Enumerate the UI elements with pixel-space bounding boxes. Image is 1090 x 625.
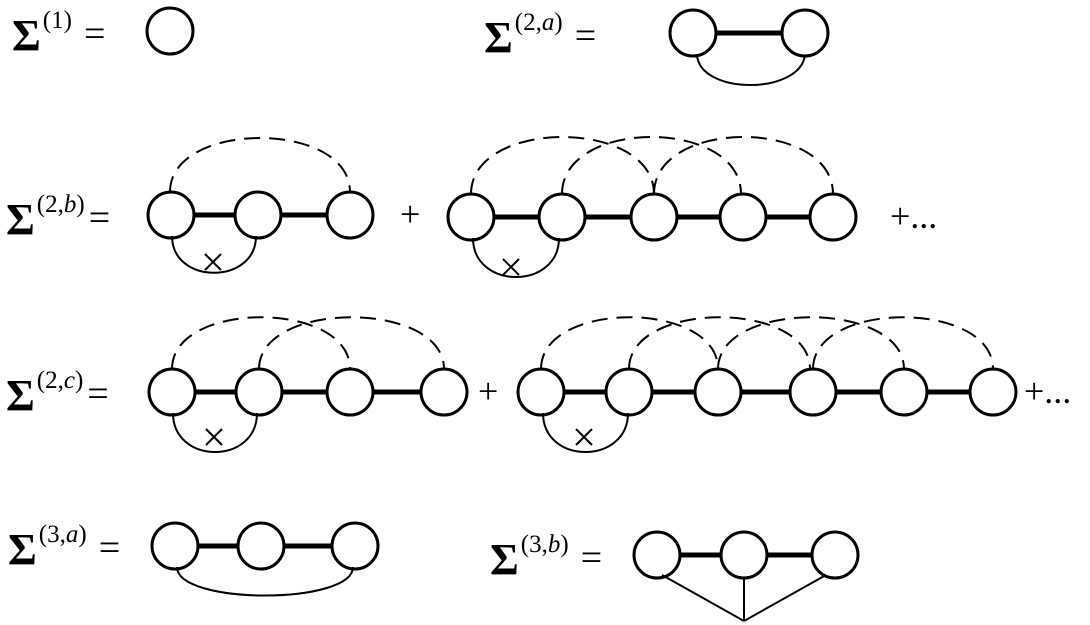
dashed-arc: [717, 316, 905, 370]
plus-ellipsis: +...: [1024, 371, 1072, 411]
equals-sign: =: [88, 197, 111, 239]
vertex: [604, 367, 654, 417]
equals-sign: =: [580, 537, 603, 579]
sigma-symbol: Σ: [490, 535, 519, 584]
dashed-arc: [812, 316, 994, 370]
label-sigma-1: Σ(1) =: [12, 8, 106, 60]
dashed-arc: [540, 316, 719, 370]
vertex: [325, 190, 375, 240]
vertex: [879, 367, 929, 417]
vertex: [146, 190, 196, 240]
solid-arc: [542, 412, 629, 453]
solid-arc: [472, 237, 560, 278]
sigma-symbol: Σ: [12, 11, 41, 60]
graph-sigma-3a: [150, 521, 380, 597]
solid-arc: [172, 412, 258, 453]
dashed-arc: [470, 136, 655, 195]
vertex: [632, 530, 682, 580]
graph-sigma-2c-term-2: [516, 316, 1018, 453]
vertex: [668, 8, 718, 58]
vertex: [150, 521, 200, 571]
vertex: [325, 367, 375, 417]
vertex: [629, 192, 679, 242]
vertex: [516, 367, 566, 417]
equals-sign: =: [83, 13, 106, 55]
label-sigma-3a: Σ(3,a) =: [8, 522, 121, 574]
solid-arc: [176, 566, 354, 597]
cross-mark: [204, 253, 222, 271]
superscript: (3,b): [520, 531, 569, 558]
label-sigma-2a: Σ(2,a) =: [484, 10, 597, 62]
graph-sigma-1: [145, 6, 195, 56]
cross-mark: [575, 428, 593, 446]
superscript: (3,a): [38, 521, 87, 548]
cross-mark: [205, 428, 223, 446]
graph-sigma-2b-term-2: [446, 136, 858, 278]
label-sigma-3b: Σ(3,b) =: [490, 532, 603, 584]
superscript: (2,a): [514, 9, 563, 36]
cross-mark: [502, 258, 520, 276]
graph-sigma-2b-term-1: [146, 137, 375, 274]
vertex: [236, 521, 286, 571]
vertex: [233, 190, 283, 240]
vertex: [446, 192, 496, 242]
vertex: [808, 192, 858, 242]
sigma-symbol: Σ: [6, 195, 35, 244]
dashed-arc: [169, 137, 351, 193]
vertex: [537, 192, 587, 242]
label-sigma-2b: Σ(2,b)=: [6, 192, 111, 244]
vertex: [147, 367, 197, 417]
vertex: [810, 530, 860, 580]
dashed-arc: [171, 316, 351, 370]
superscript: (2,b): [36, 191, 85, 218]
vertex: [693, 367, 743, 417]
equals-sign: =: [87, 373, 109, 415]
sigma-symbol: Σ: [484, 13, 513, 62]
vertex: [788, 367, 838, 417]
three-body-vertex: [661, 574, 827, 622]
plus-sign: +: [400, 194, 421, 234]
superscript: (2,c): [36, 367, 84, 394]
vertex: [780, 8, 830, 58]
vertex: [145, 6, 195, 56]
equals-sign: =: [574, 15, 597, 57]
dashed-arc: [628, 316, 811, 370]
vertex: [719, 530, 769, 580]
vertex: [234, 367, 284, 417]
plus-ellipsis: +...: [890, 196, 938, 236]
vertex: [718, 192, 768, 242]
dashed-arc: [258, 316, 445, 370]
graph-sigma-2c-term-1: [147, 316, 469, 453]
superscript: (1): [42, 7, 72, 34]
plus-sign: +: [478, 371, 499, 411]
dashed-arc: [653, 136, 834, 195]
vertex: [419, 367, 469, 417]
label-sigma-2c: Σ(2,c)=: [6, 368, 109, 420]
graph-sigma-2a: [668, 8, 830, 86]
vertex: [330, 521, 380, 571]
solid-arc: [696, 54, 806, 86]
solid-arc: [171, 235, 257, 274]
graph-sigma-3b: [632, 530, 860, 622]
sigma-symbol: Σ: [8, 525, 37, 574]
dashed-arc: [561, 136, 742, 195]
equals-sign: =: [98, 527, 121, 569]
sigma-symbol: Σ: [6, 371, 35, 420]
vertex: [968, 367, 1018, 417]
